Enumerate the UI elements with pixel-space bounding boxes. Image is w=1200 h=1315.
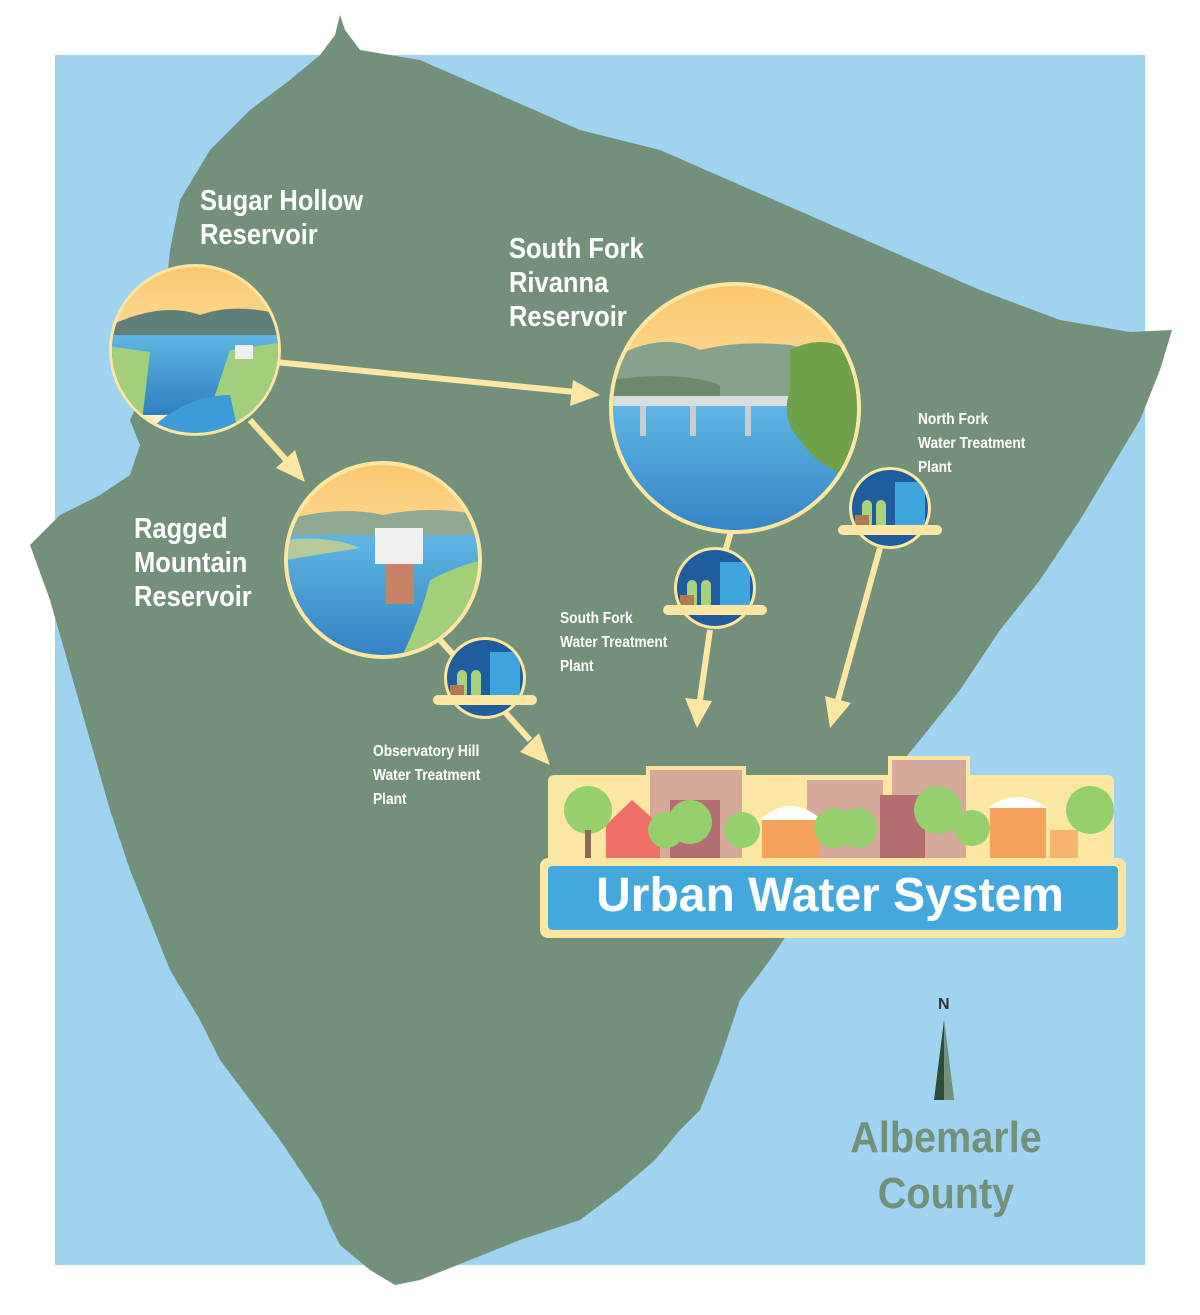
county-line: Albemarle	[850, 1113, 1042, 1162]
ragged-mountain-reservoir-icon	[284, 461, 482, 659]
label-line: Plant	[560, 658, 594, 675]
sugar-hollow-reservoir-icon	[109, 264, 281, 436]
label-line: Reservoir	[509, 301, 627, 333]
sugar-hollow-label: Sugar Hollow Reservoir	[200, 184, 363, 252]
label-line: Plant	[918, 459, 952, 476]
label-line: Ragged	[134, 513, 228, 545]
label-line: Plant	[373, 791, 407, 808]
label-line: Reservoir	[134, 581, 252, 613]
south-fork-rivanna-reservoir-icon	[609, 282, 861, 534]
label-line: Mountain	[134, 547, 248, 579]
ragged-mountain-label: Ragged Mountain Reservoir	[134, 512, 252, 614]
label-line: Sugar Hollow	[200, 185, 364, 217]
north-arrow-icon	[934, 1020, 954, 1100]
urban-water-system-banner	[540, 858, 1126, 938]
label-line: North Fork	[918, 411, 989, 428]
county-line: County	[877, 1169, 1015, 1218]
label-line: Water Treatment	[918, 435, 1026, 452]
observatory-hill-plant-label: Observatory Hill Water Treatment Plant	[373, 740, 480, 812]
county-land	[30, 15, 1172, 1285]
label-line: Water Treatment	[373, 767, 481, 784]
urban-water-system-title: Urban Water System	[596, 869, 1064, 922]
label-line: South Fork	[509, 233, 644, 265]
north-fork-plant-icon	[838, 467, 942, 549]
observatory-hill-plant-icon	[433, 637, 537, 719]
label-line: Rivanna	[509, 267, 609, 299]
south-fork-plant-label: South Fork Water Treatment Plant	[560, 607, 667, 679]
south-fork-rivanna-label: South Fork Rivanna Reservoir	[509, 232, 644, 334]
north-label: N	[938, 996, 950, 1013]
cityscape-illustration	[548, 756, 1114, 866]
label-line: South Fork	[560, 610, 633, 627]
label-line: Reservoir	[200, 219, 318, 251]
county-name: Albemarle County	[838, 1110, 1054, 1222]
south-fork-plant-icon	[663, 547, 767, 629]
north-fork-plant-label: North Fork Water Treatment Plant	[918, 408, 1025, 480]
label-line: Water Treatment	[560, 634, 668, 651]
label-line: Observatory Hill	[373, 743, 480, 760]
